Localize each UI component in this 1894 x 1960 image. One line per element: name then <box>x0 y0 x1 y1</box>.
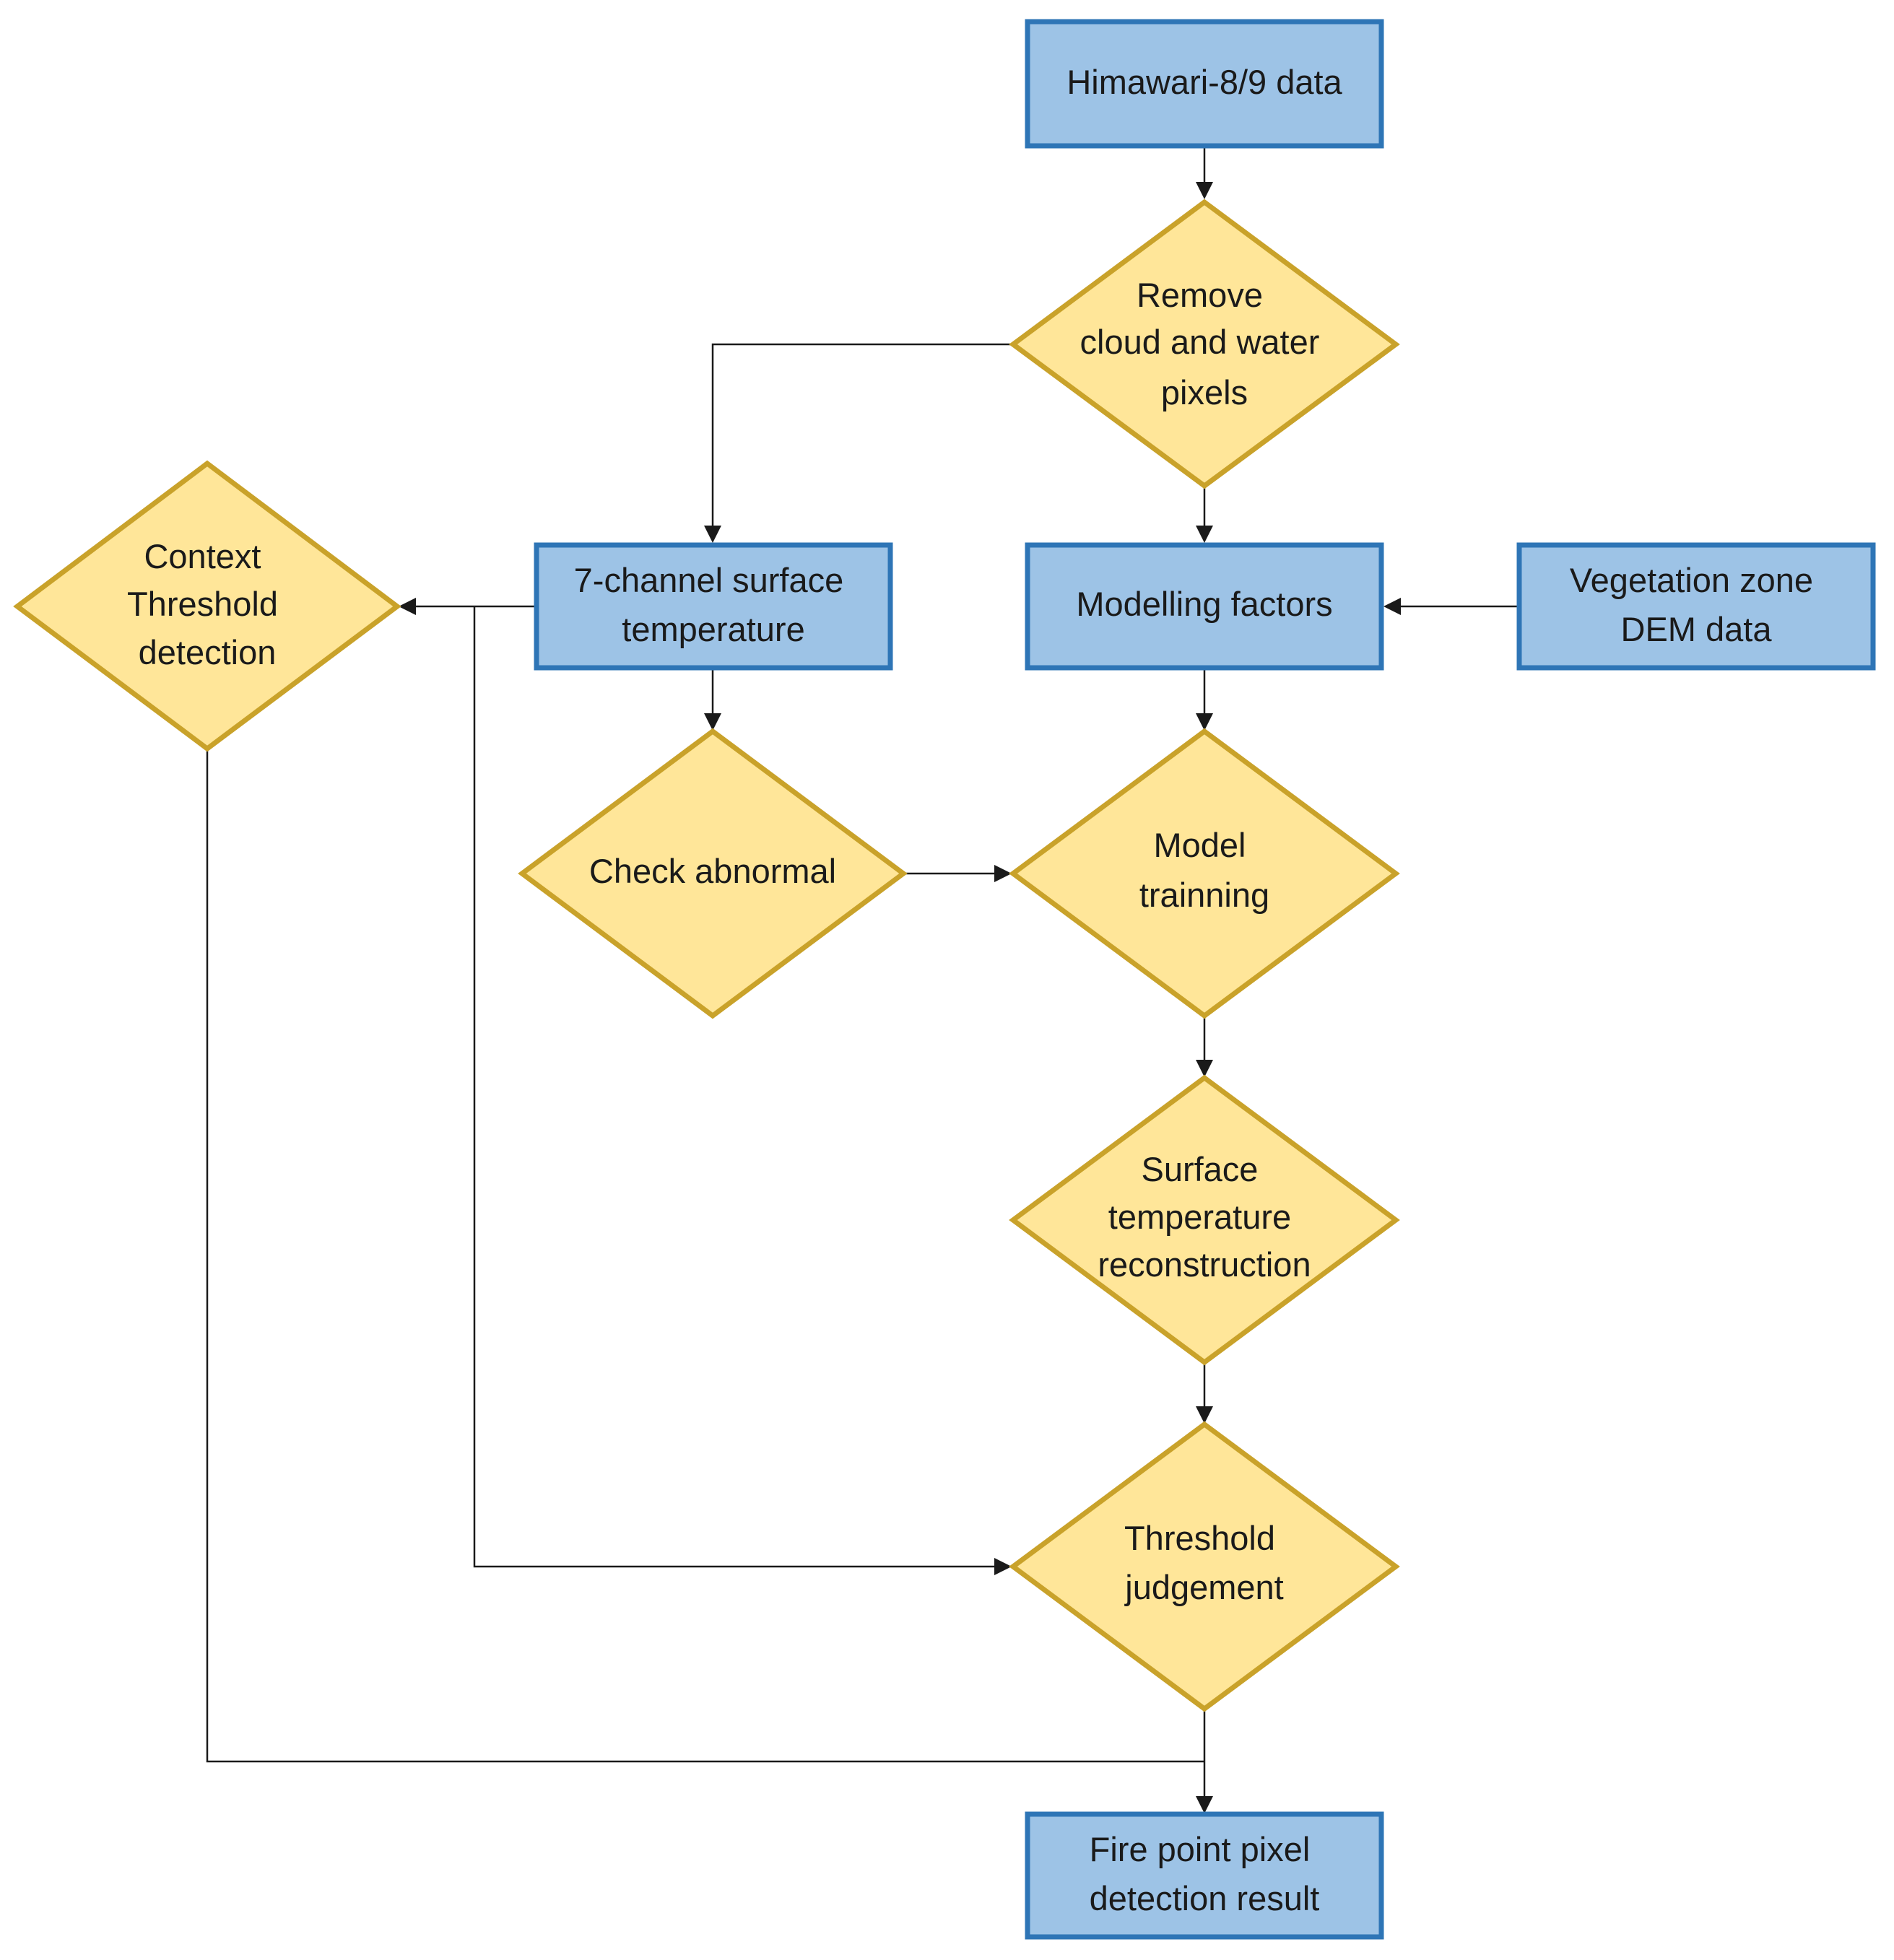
svg-text:Surface temperature: Surface temperature reconstruction <box>1098 1150 1311 1284</box>
arrowhead <box>1196 182 1213 199</box>
node-vegetation-dem: Vegetation zone DEM data <box>1516 542 1876 671</box>
node-label: Context <box>144 537 261 575</box>
decision-surface-reconstruction: Surface temperature reconstruction <box>1009 1074 1400 1366</box>
node-label: Remove <box>1137 276 1263 314</box>
arrowhead <box>704 526 721 543</box>
node-label: Vegetation zone <box>1570 561 1813 599</box>
decision-check-abnormal: Check abnormal <box>518 728 908 1019</box>
svg-text:Vegetation zone DEM data: Vegetation zone DEM data <box>1570 561 1823 648</box>
arrowhead <box>1196 1406 1213 1424</box>
svg-text:Remove cloud and water: Remove cloud and water pixels <box>1080 276 1329 411</box>
node-label: Threshold <box>1124 1519 1275 1557</box>
arrowhead <box>1196 1796 1213 1813</box>
arrowhead <box>1196 526 1213 543</box>
node-fire-detection-result: Fire point pixel detection result <box>1025 1811 1384 1940</box>
node-label: reconstruction <box>1098 1245 1311 1284</box>
node-label: detection <box>139 633 277 671</box>
svg-text:Threshold judgement: Threshold judgement <box>1124 1519 1285 1606</box>
arrowhead <box>1196 1060 1213 1077</box>
decision-remove-cloud-water: Remove cloud and water pixels <box>1009 199 1400 489</box>
node-label: Surface <box>1141 1150 1258 1188</box>
decision-context-threshold: Context Threshold detection <box>13 460 401 752</box>
svg-text:7-channel surface temper: 7-channel surface temperature <box>574 561 853 648</box>
svg-text:Check abnormal: Check abnormal <box>589 852 836 890</box>
arrowhead <box>704 713 721 731</box>
svg-text:Model trainning: Model trainning <box>1139 826 1269 914</box>
node-label: Model <box>1153 826 1246 864</box>
node-label: temperature <box>1108 1198 1291 1236</box>
node-label: detection result <box>1090 1879 1320 1917</box>
node-label: cloud and water <box>1080 323 1320 361</box>
arrowhead <box>1383 598 1401 615</box>
node-himawari-data: Himawari-8/9 data <box>1025 19 1384 149</box>
node-label: pixels <box>1161 373 1248 411</box>
node-label: Threshold <box>127 585 278 623</box>
arrow-remove-to-seven-channel <box>711 343 1012 526</box>
svg-text:Modelling factors: Modelling factors <box>1076 585 1332 623</box>
arrowhead <box>994 865 1012 882</box>
node-seven-channel-temperature: 7-channel surface temperature <box>534 542 893 671</box>
node-label: DEM data <box>1621 610 1773 648</box>
node-label: Check abnormal <box>589 852 836 890</box>
node-label: Himawari-8/9 data <box>1067 63 1342 101</box>
arrowhead <box>1196 713 1213 731</box>
svg-text:Context Threshold: Context Threshold detection <box>127 537 287 671</box>
arrow-seven-channel-to-threshold-judgement <box>473 606 994 1568</box>
arrow-context-to-fire-result <box>206 751 1204 1763</box>
svg-text:Himawari-8/9 data: Himawari-8/9 data <box>1067 63 1342 101</box>
node-label: 7-channel surface <box>574 561 844 599</box>
node-modelling-factors: Modelling factors <box>1025 542 1384 671</box>
svg-text:Fire point pixel detecti: Fire point pixel detection result <box>1090 1830 1320 1917</box>
node-label: judgement <box>1124 1568 1284 1606</box>
node-label: Modelling factors <box>1076 585 1332 623</box>
node-label: trainning <box>1139 876 1269 914</box>
decision-threshold-judgement: Threshold judgement <box>1009 1421 1400 1712</box>
decision-model-training: Model trainning <box>1009 728 1400 1019</box>
connectors <box>206 147 1521 1813</box>
arrowhead <box>994 1558 1012 1575</box>
node-label: Fire point pixel <box>1090 1830 1311 1868</box>
arrowhead <box>399 598 416 615</box>
node-label: temperature <box>622 610 804 648</box>
